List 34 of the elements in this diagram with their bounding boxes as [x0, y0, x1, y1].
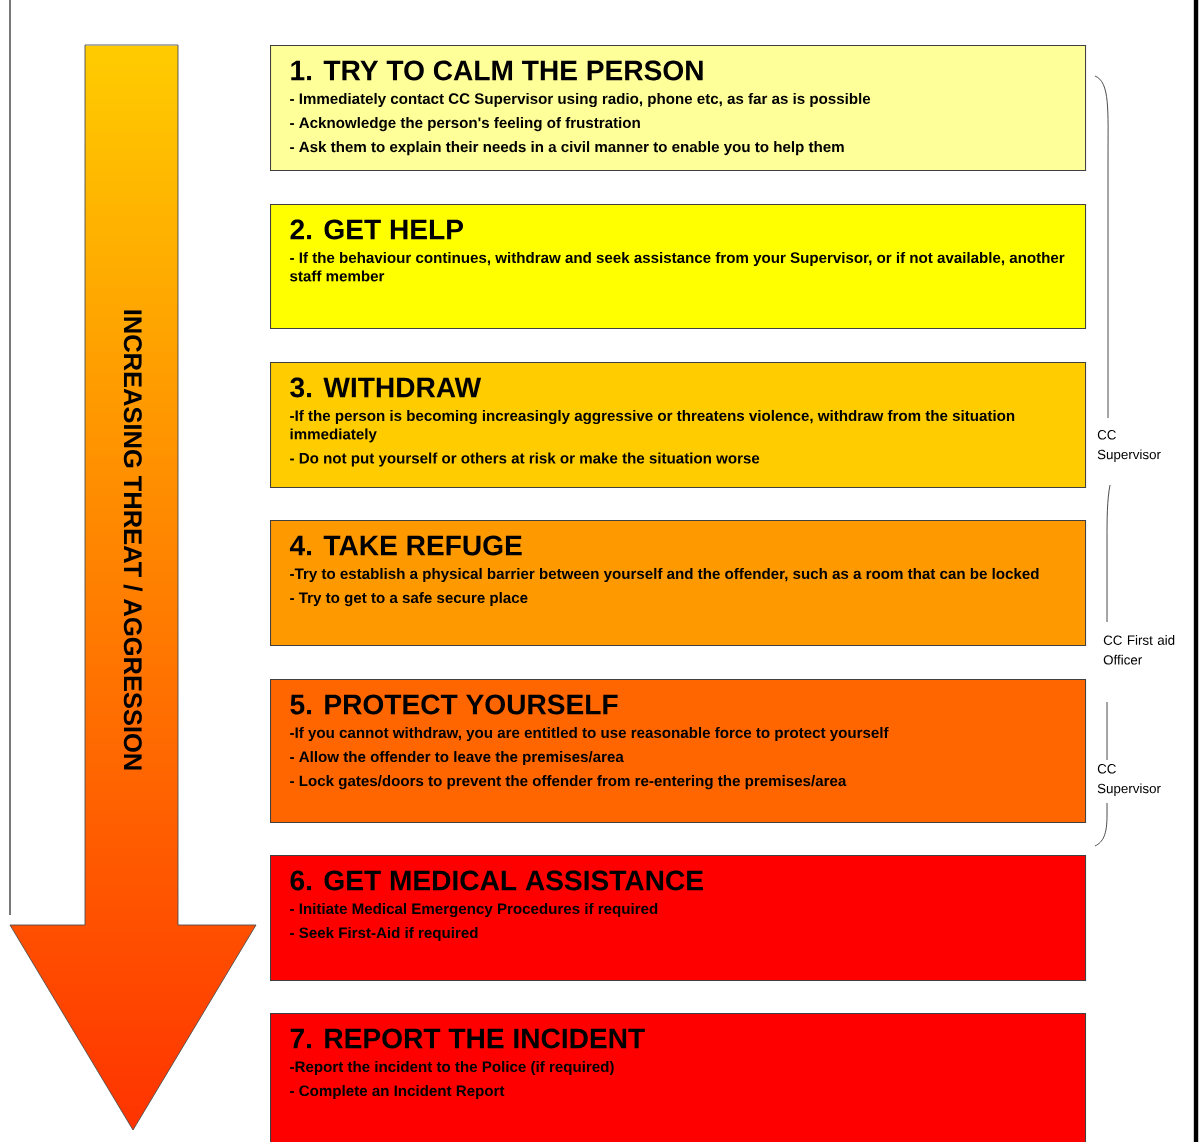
step-heading: 6. GET MEDICAL ASSISTANCE	[290, 870, 703, 891]
bullet-text: - Complete an Incident Report	[290, 1085, 505, 1100]
bullet-text: -Try to establish a physical barrier between yourself and the offender, such as a room that can be locked	[290, 567, 1039, 583]
step-box	[270, 679, 1087, 824]
step-box	[270, 45, 1087, 172]
step-heading: 2. GET HELP	[290, 219, 463, 240]
bullet-text: -If you cannot withdraw, you are entitled to use reasonable force to protect yourself	[290, 726, 889, 742]
bullet-text: - If the behaviour continues, withdraw and seek assistance from your Supervisor, or if not available, another staff member	[290, 251, 1065, 282]
bullet-text: - Do not put yourself or others at risk or make the situation worse	[290, 452, 760, 467]
threat-arrow	[9, 44, 257, 1131]
bullet-text: - Try to get to a safe secure place	[290, 592, 528, 607]
bullet-text: - Acknowledge the person's feeling of frustration	[290, 117, 640, 132]
bracket-label: CC Supervisor	[1097, 430, 1161, 462]
bullet-text: - Allow the offender to leave the premises/area	[290, 751, 624, 766]
step-box	[270, 204, 1087, 330]
step-box	[270, 855, 1087, 982]
step-heading: 5. PROTECT YOURSELF	[290, 694, 618, 715]
bullet-text: - Ask them to explain their needs in a civil manner to enable you to help them	[290, 141, 844, 156]
bracket-label: CC Supervisor	[1097, 764, 1161, 796]
arrow-label: INCREASING THREAT / AGGRESSION	[123, 310, 143, 770]
step-box	[270, 520, 1087, 647]
bullet-text: - Lock gates/doors to prevent the offender from re-entering the premises/area	[290, 775, 847, 790]
bullet-text: - Seek First-Aid if required	[290, 927, 478, 942]
step-heading: 7. REPORT THE INCIDENT	[290, 1028, 645, 1049]
step-box	[270, 1013, 1087, 1142]
step-heading: 3. WITHDRAW	[290, 377, 482, 398]
bullet-text: -If the person is becoming increasingly aggressive or threatens violence, withdraw from the situation immediately	[290, 409, 1015, 443]
bullet-text: - Initiate Medical Emergency Procedures if required	[290, 902, 658, 918]
step-heading: 4. TAKE REFUGE	[289, 535, 522, 556]
bullet-text: - Immediately contact CC Supervisor using radio, phone etc, as far as is possible	[290, 92, 871, 108]
bracket-label: CC First aid Officer	[1103, 635, 1175, 665]
step-box	[270, 362, 1087, 489]
bullet-text: -Report the incident to the Police (if required)	[290, 1060, 614, 1076]
step-heading: 1. TRY TO CALM THE PERSON	[291, 60, 703, 81]
